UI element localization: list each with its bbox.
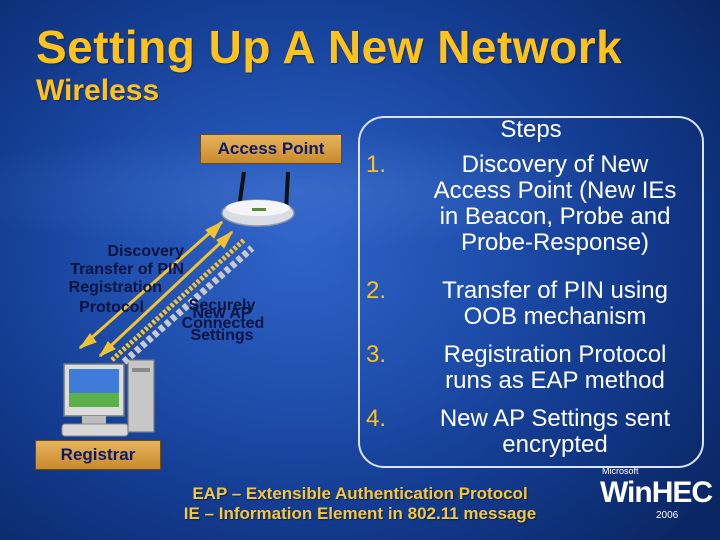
- diagram-label-securely: Securely: [188, 297, 256, 314]
- slide-subtitle: Wireless: [36, 74, 160, 107]
- step-number: 3.: [366, 341, 387, 368]
- step-line: New AP Settings sent: [439, 405, 671, 432]
- steps-title: Steps: [500, 116, 562, 143]
- step-item: 1. Discovery of New Access Point (New IE…: [366, 152, 696, 256]
- registrar-computer-icon: [61, 359, 155, 437]
- diagram-label-settings: Settings: [190, 327, 254, 344]
- winhec-logo: Microsoft WinHEC 2006: [596, 462, 713, 528]
- step-item: 3. Registration Protocol runs as EAP met…: [366, 342, 696, 394]
- diagram-label-registration: Registration: [68, 279, 162, 296]
- step-line: in Beacon, Probe and: [439, 203, 671, 230]
- step-number: 4.: [366, 405, 387, 432]
- registrar-label: Registrar: [35, 440, 161, 470]
- logo-year: 2006: [656, 510, 679, 521]
- diagram-label-new-ap: New AP: [192, 305, 252, 322]
- diagram-label-discovery: Discovery: [107, 243, 185, 260]
- step-line: Probe-Response): [460, 229, 650, 256]
- step-line: encrypted: [502, 431, 608, 458]
- step-line: Access Point (New IEs: [433, 177, 677, 204]
- access-point-device-icon: [221, 171, 295, 227]
- footnote-eap: EAP – Extensible Authentication Protocol: [192, 484, 528, 503]
- step-line: Discovery of New: [461, 151, 649, 178]
- step-line: runs as EAP method: [445, 367, 665, 394]
- logo-name: WinHEC: [600, 476, 713, 509]
- steps-panel: [358, 116, 704, 468]
- step-item: 4. New AP Settings sent encrypted: [366, 406, 696, 458]
- logo-company: Microsoft: [602, 466, 639, 476]
- step-number: 2.: [366, 277, 387, 304]
- step-number: 1.: [366, 151, 387, 178]
- step-line: Registration Protocol: [443, 341, 667, 368]
- step-line: OOB mechanism: [463, 303, 647, 330]
- diagram-label-connected: Connected: [181, 315, 265, 332]
- step-item: 2. Transfer of PIN using OOB mechanism: [366, 278, 696, 330]
- footnote-ie: IE – Information Element in 802.11 messa…: [183, 504, 537, 523]
- slide-title: Setting Up A New Network: [36, 21, 623, 73]
- connection-arrows: [78, 220, 255, 365]
- access-point-label: Access Point: [200, 134, 342, 164]
- diagram-label-protocol: Protocol: [79, 299, 144, 316]
- step-line: Transfer of PIN using: [442, 277, 668, 304]
- diagram-label-transfer-pin: Transfer of PIN: [70, 261, 184, 278]
